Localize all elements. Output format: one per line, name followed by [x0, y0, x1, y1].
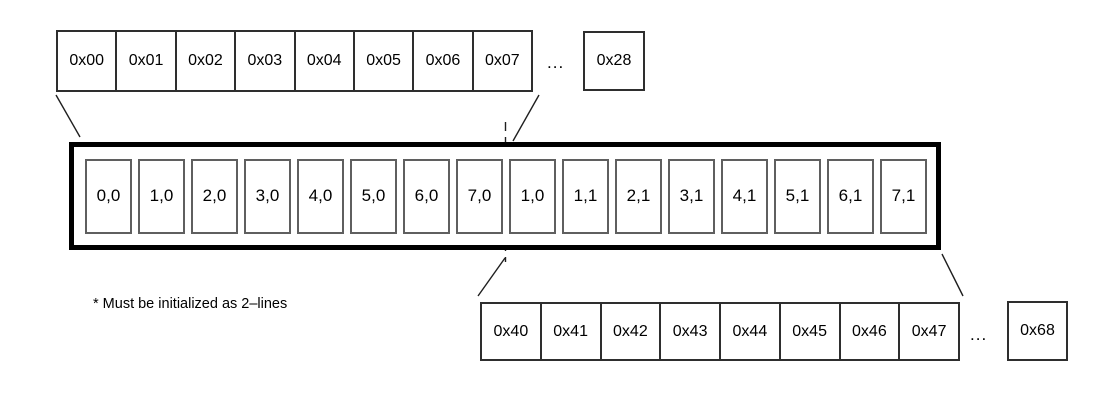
cache-cell: 7,0 [456, 158, 503, 234]
cache-cell: 6,0 [403, 158, 450, 234]
cache-cell: 5,1 [774, 158, 821, 234]
memory-row-top: 0x00 0x01 0x02 0x03 0x04 0x05 0x06 0x07 [56, 30, 533, 92]
cache-cell: 3,0 [244, 158, 291, 234]
memory-cell: 0x07 [471, 32, 531, 90]
ellipsis-bottom: ... [970, 325, 988, 344]
memory-cell-0x28: 0x28 [583, 31, 645, 91]
cache-cell: 7,1 [880, 158, 927, 234]
cache-cell: 3,1 [668, 158, 715, 234]
memory-cell: 0x45 [778, 304, 839, 359]
cache-cell: 0,0 [85, 158, 132, 234]
cache-cell: 4,1 [721, 158, 768, 234]
connector-top-middle-line [512, 94, 540, 142]
cache-line-box: 0,0 1,0 2,0 3,0 4,0 5,0 6,0 7,0 1,0 1,1 … [69, 142, 941, 250]
memory-cell-0x68: 0x68 [1007, 301, 1068, 361]
memory-cell: 0x47 [898, 304, 958, 359]
memory-cell: 0x02 [174, 32, 234, 90]
memory-cell: 0x46 [838, 304, 899, 359]
memory-cell: 0x00 [69, 52, 105, 69]
memory-cell: 0x42 [599, 304, 660, 359]
connector-bottom-middle-line [477, 257, 506, 297]
cache-cell: 4,0 [297, 158, 344, 234]
ellipsis-top: ... [547, 53, 565, 72]
cache-cell: 1,1 [562, 158, 609, 234]
memory-row-bottom: 0x40 0x41 0x42 0x43 0x44 0x45 0x46 0x47 [480, 302, 960, 361]
cache-cell: 1,0 [138, 158, 185, 234]
memory-cell: 0x41 [539, 304, 600, 359]
memory-cell: 0x43 [659, 304, 719, 359]
connector-bottom-right-line [941, 253, 964, 297]
connector-top-left-line [55, 94, 81, 138]
cache-cell: 6,1 [827, 158, 874, 234]
note-text: * Must be initialized as 2–lines [93, 296, 288, 312]
memory-cell: 0x40 [493, 322, 529, 340]
memory-cell: 0x05 [352, 32, 412, 90]
memory-cell: 0x04 [293, 32, 353, 90]
memory-cell: 0x06 [412, 32, 471, 90]
cache-cell: 5,0 [350, 158, 397, 234]
memory-cell: 0x44 [719, 304, 779, 359]
cache-cell: 2,0 [191, 158, 238, 234]
cache-cell: 1,0 [509, 158, 556, 234]
cache-cell: 2,1 [615, 158, 662, 234]
memory-cell: 0x01 [115, 32, 174, 90]
memory-cell: 0x03 [234, 32, 293, 90]
